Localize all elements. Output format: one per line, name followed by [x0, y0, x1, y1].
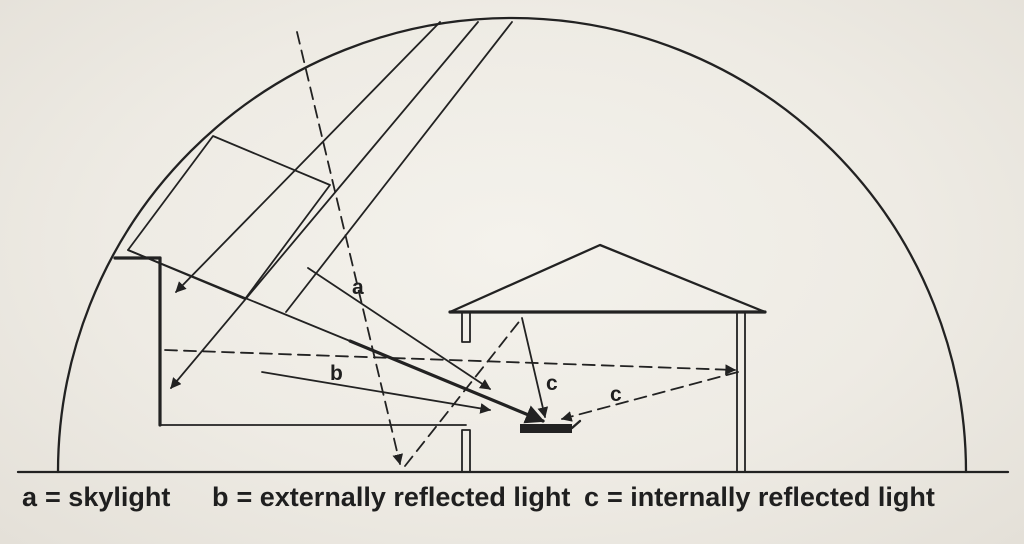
label-c-wall: c: [610, 383, 622, 406]
legend-item-skylight: a= skylight: [22, 482, 170, 512]
sky-patch-outline: [127, 135, 331, 300]
label-b: b: [330, 362, 343, 385]
sky-to-point-line: [127, 249, 351, 342]
reference-point-table-edge: [570, 419, 582, 430]
label-c-ceiling: c: [546, 372, 558, 395]
house-roof: [448, 243, 767, 314]
sky-ray-2: [170, 21, 479, 389]
house-left-wall-lower: [461, 429, 471, 473]
legend-item-internally-reflected: c= internally reflected light: [584, 482, 935, 512]
skylight-arrow-a: [307, 267, 491, 390]
legend-item-externally-reflected: b= externally reflected light: [212, 482, 570, 512]
dashed-ground-reflection: [404, 317, 523, 467]
internal-reflection-arrow-c2: [560, 371, 739, 422]
legend-text-a: = skylight: [45, 482, 171, 512]
sky-to-point-arrow: [348, 339, 545, 424]
legend-key-a: a: [22, 482, 38, 512]
legend-text-c: = internally reflected light: [607, 482, 935, 512]
sky-ray-3: [285, 21, 513, 313]
internal-reflection-arrow-c1: [521, 317, 549, 419]
legend-key-c: c: [584, 482, 600, 512]
dashed-horizontal-ray: [164, 349, 737, 376]
house-left-wall-upper: [461, 311, 471, 343]
house-right-wall: [736, 311, 746, 473]
reference-point-table: [520, 424, 572, 433]
dashed-sky-ray: [296, 31, 403, 466]
legend-caption: a= skylight b= externally reflected ligh…: [0, 482, 1024, 514]
externally-reflected-arrow-b: [261, 371, 492, 414]
sky-ray-1: [175, 21, 441, 293]
legend-text-b: = externally reflected light: [236, 482, 571, 512]
legend-key-b: b: [212, 482, 229, 512]
sky-dome-arc: [56, 16, 968, 474]
label-a: a: [352, 276, 364, 299]
